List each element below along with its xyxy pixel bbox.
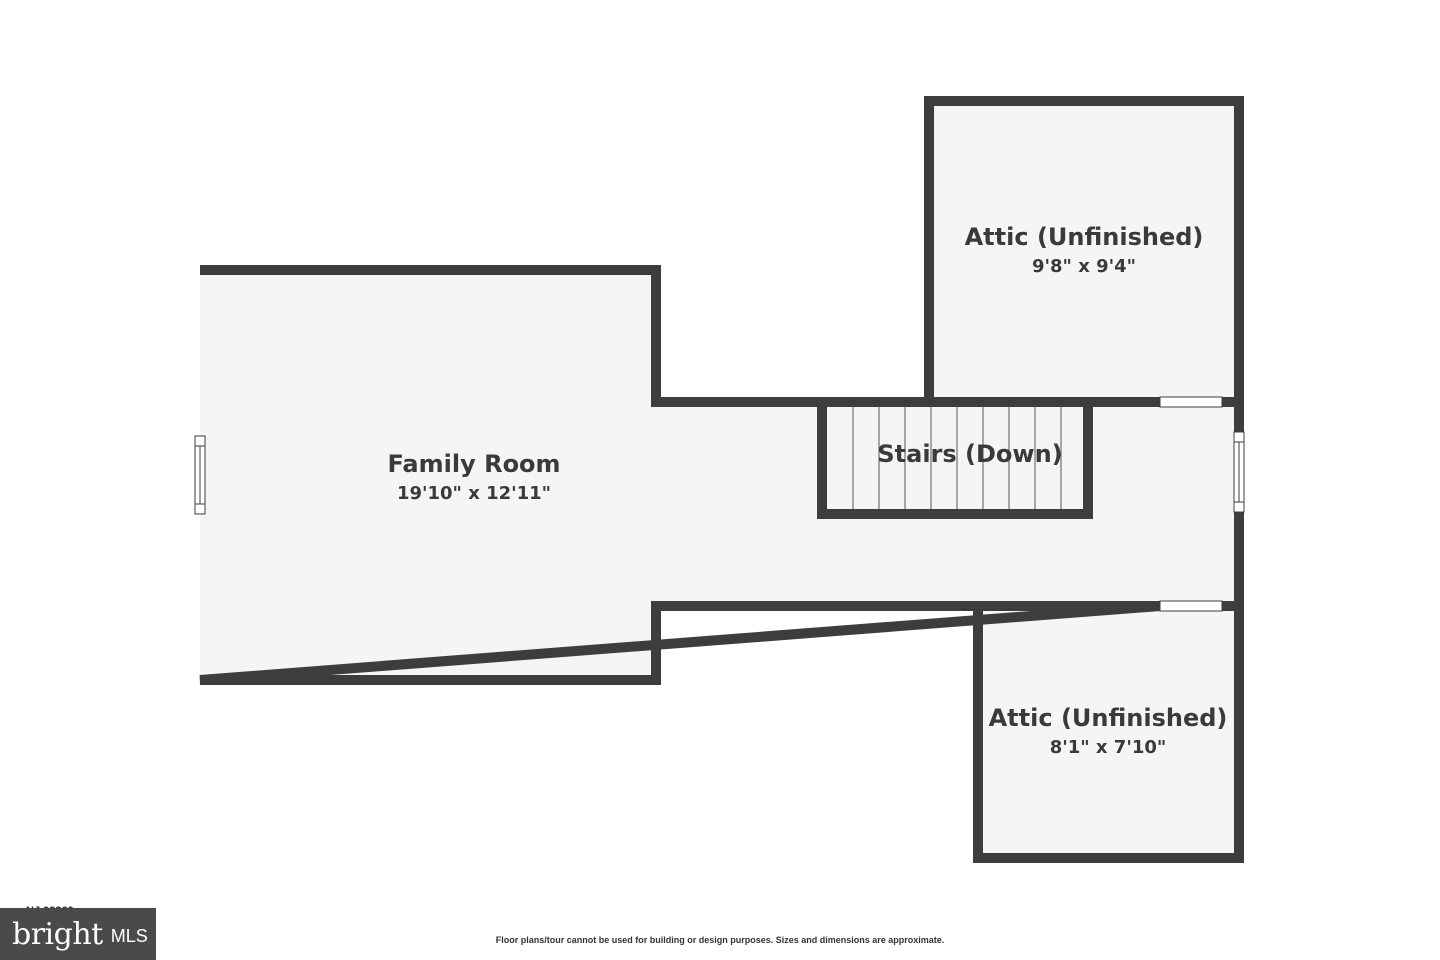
disclaimer-text: Floor plans/tour cannot be used for buil… [495, 935, 945, 945]
stair-treads [852, 406, 1062, 509]
attic-bottom-name: Attic (Unfinished) [989, 704, 1228, 732]
attic-bottom-dimensions: 8'1" x 7'10" [1050, 737, 1167, 758]
logo-suffix: MLS [110, 925, 148, 946]
stairs-name: Stairs (Down) [877, 440, 1062, 468]
bright-mls-logo: bright MLS [0, 908, 156, 960]
door-openings [1159, 396, 1223, 612]
logo-brand: bright [12, 916, 103, 952]
window-left [194, 435, 206, 515]
attic-top-dimensions: 9'8" x 9'4" [1032, 256, 1136, 277]
window-right [1233, 431, 1245, 513]
family-room-wall [200, 265, 1160, 407]
attic-top-name: Attic (Unfinished) [965, 223, 1204, 251]
walls [199, 96, 1244, 863]
hall-bottom-wall [199, 601, 1161, 685]
family-room-name: Family Room [387, 450, 560, 478]
stairs-wall [817, 402, 1093, 519]
floor-fills [200, 102, 1240, 858]
family-room-dimensions: 19'10" x 12'11" [397, 483, 551, 504]
